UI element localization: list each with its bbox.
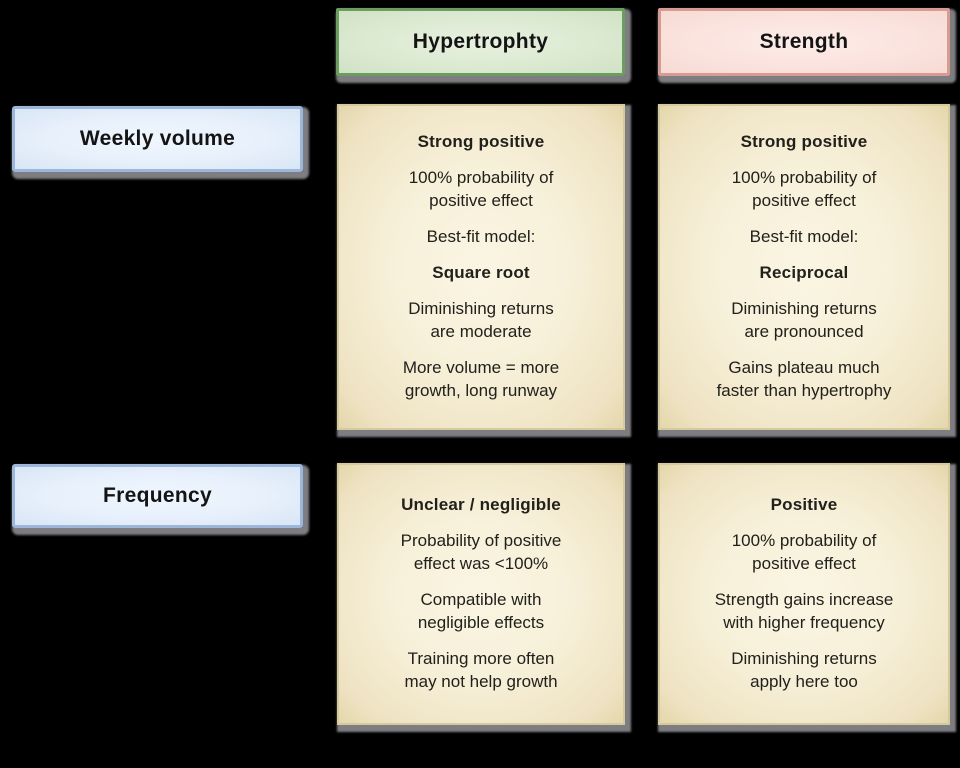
cell-note: Strength gains increase with higher freq… bbox=[714, 590, 894, 632]
cell-strength-weekly-volume: Strong positive 100% probability of posi… bbox=[658, 104, 950, 430]
column-header-hypertrophy: Hypertrophty bbox=[336, 8, 625, 76]
column-header-strength: Strength bbox=[658, 8, 950, 76]
cell-model: Square root bbox=[432, 263, 530, 283]
cell-note: Diminishing returns are moderate bbox=[408, 298, 554, 341]
row-label-weekly-volume: Weekly volume bbox=[12, 106, 303, 172]
cell-note: Diminishing returns apply here too bbox=[731, 648, 877, 691]
cell-probability: 100% probability of positive effect bbox=[408, 168, 554, 211]
cell-verdict: Strong positive bbox=[740, 132, 868, 152]
cell-strength-frequency: Positive 100% probability of positive ef… bbox=[658, 463, 950, 725]
cell-model-label: Best-fit model: bbox=[749, 227, 859, 247]
cell-note: More volume = more growth, long runway bbox=[402, 357, 560, 400]
cell-hypertrophy-frequency: Unclear / negligible Probability of posi… bbox=[337, 463, 625, 725]
cell-model: Reciprocal bbox=[759, 263, 849, 283]
row-label-weekly-volume-text: Weekly volume bbox=[79, 127, 236, 150]
cell-probability: Probability of positive effect was <100% bbox=[400, 531, 562, 574]
cell-model-label: Best-fit model: bbox=[426, 227, 536, 247]
column-header-hypertrophy-label: Hypertrophty bbox=[412, 30, 549, 53]
cell-hypertrophy-weekly-volume: Strong positive 100% probability of posi… bbox=[337, 104, 625, 430]
cell-note: Gains plateau much faster than hypertrop… bbox=[716, 357, 892, 400]
cell-verdict: Positive bbox=[770, 495, 838, 515]
cell-probability: 100% probability of positive effect bbox=[731, 531, 877, 574]
cell-verdict: Unclear / negligible bbox=[401, 495, 561, 515]
column-header-strength-label: Strength bbox=[759, 30, 849, 53]
cell-note: Compatible with negligible effects bbox=[417, 590, 545, 632]
cell-probability: 100% probability of positive effect bbox=[731, 168, 877, 211]
cell-note: Diminishing returns are pronounced bbox=[731, 298, 877, 341]
cell-verdict: Strong positive bbox=[417, 132, 545, 152]
row-label-frequency: Frequency bbox=[12, 464, 303, 528]
cell-note: Training more often may not help growth bbox=[404, 648, 558, 691]
row-label-frequency-text: Frequency bbox=[103, 484, 212, 507]
